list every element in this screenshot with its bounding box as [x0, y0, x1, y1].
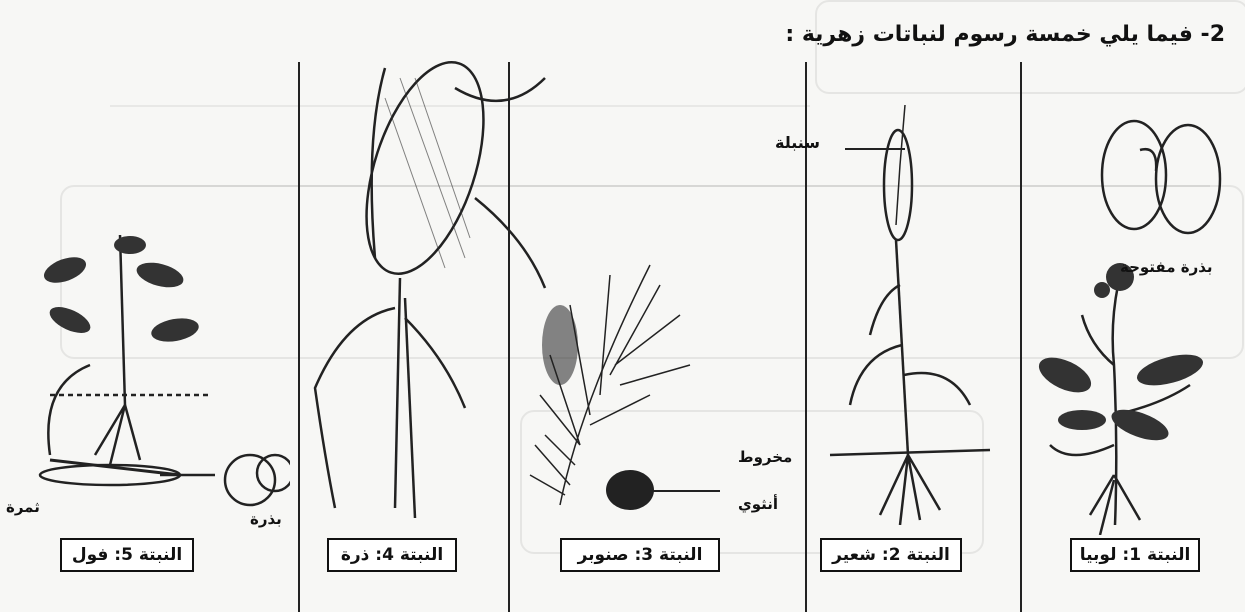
plant-1-label: النبتة 1: لوبيا	[1070, 538, 1200, 572]
cone-pointer-line	[650, 485, 720, 497]
label-seed: بذرة	[250, 510, 282, 528]
maize-illustration	[305, 58, 585, 528]
plant-4-label: النبتة 4: ذرة	[327, 538, 457, 572]
label-open-seed: بذرة مفتوحة	[1120, 258, 1213, 276]
label-female-cone-line1: مخروط	[738, 448, 792, 466]
plant-5-label: النبتة 5: فول	[60, 538, 194, 572]
broad-bean-illustration	[10, 225, 290, 525]
plant-2-label: النبتة 2: شعير	[820, 538, 962, 572]
column-divider	[1020, 62, 1022, 612]
column-divider	[298, 62, 300, 612]
spike-pointer-line	[845, 143, 905, 155]
cowpea-illustration	[1030, 115, 1230, 535]
exercise-heading: 2- فيما يلي خمسة رسوم لنباتات زهرية :	[785, 22, 1225, 47]
barley-illustration	[820, 105, 1000, 525]
label-spike: سنبلة	[775, 133, 820, 152]
label-female-cone-line2: أنثوي	[738, 495, 778, 513]
plant-3-label: النبتة 3: صنوبر	[560, 538, 720, 572]
label-fruit: ثمرة	[6, 498, 40, 516]
background-ghost-frame-3	[815, 0, 1245, 94]
